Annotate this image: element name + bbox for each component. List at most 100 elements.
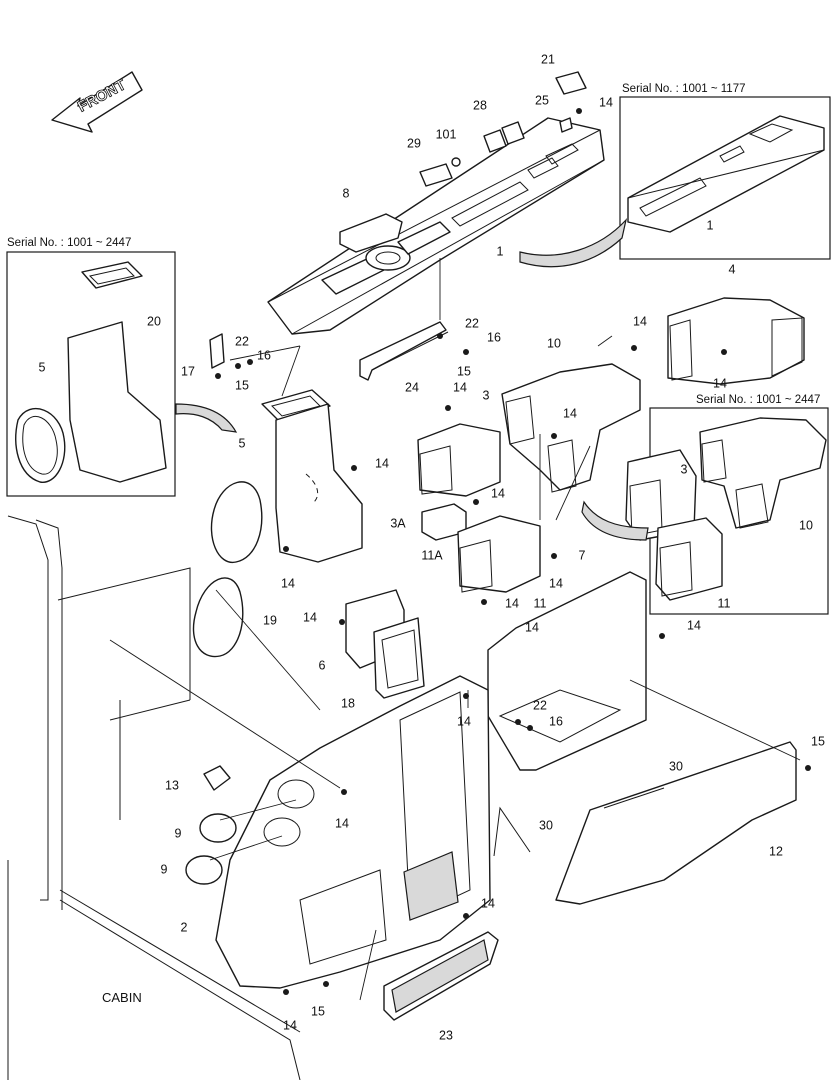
callout-20: 20 bbox=[147, 314, 161, 328]
callout-14-h: 14 bbox=[281, 576, 295, 590]
callout-4: 4 bbox=[729, 262, 736, 276]
callout-16: 16 bbox=[487, 330, 501, 344]
part-29-cover bbox=[419, 163, 453, 187]
callout-2: 2 bbox=[181, 920, 188, 934]
callout-14-b: 14 bbox=[633, 314, 647, 328]
callout-6: 6 bbox=[319, 658, 326, 672]
part-17-bracket bbox=[209, 333, 225, 369]
part-8-vent bbox=[339, 213, 403, 253]
cabin-frame-outline bbox=[7, 515, 301, 1080]
callout-21: 21 bbox=[541, 52, 555, 66]
part-24-bracket bbox=[359, 321, 447, 381]
inset-box-top-right: Serial No. : 1001 ~ 1177 bbox=[619, 83, 831, 260]
detail-arrow-right bbox=[581, 500, 649, 541]
callout-25: 25 bbox=[535, 93, 549, 107]
callout-11: 11 bbox=[534, 596, 547, 610]
detail-arrow-left bbox=[175, 403, 238, 433]
callout-29: 29 bbox=[407, 136, 421, 150]
callout-14-p: 14 bbox=[283, 1018, 297, 1032]
callout-9-b: 9 bbox=[161, 862, 168, 876]
callout-24: 24 bbox=[405, 380, 419, 394]
cabin-label: CABIN bbox=[102, 990, 142, 1005]
callout-10-inset: 10 bbox=[799, 518, 813, 532]
serial-label: Serial No. : 1001 ~ 1177 bbox=[622, 83, 746, 95]
callout-14-c: 14 bbox=[713, 376, 727, 390]
callout-14-q: 14 bbox=[525, 620, 539, 634]
callout-15-c: 15 bbox=[811, 734, 825, 748]
callout-11-inset: 11 bbox=[718, 596, 731, 610]
callout-8: 8 bbox=[343, 186, 350, 200]
duct-opening bbox=[210, 481, 263, 563]
callout-14-n: 14 bbox=[335, 816, 349, 830]
callout-5: 5 bbox=[239, 436, 246, 450]
callout-14-i: 14 bbox=[549, 576, 563, 590]
callout-3a: 3A bbox=[390, 516, 406, 530]
callout-14-j: 14 bbox=[505, 596, 519, 610]
callout-3-inset: 3 bbox=[681, 462, 688, 476]
callout-16-left: 16 bbox=[257, 348, 271, 362]
callout-14-m: 14 bbox=[457, 714, 471, 728]
callout-14-o: 14 bbox=[481, 896, 495, 910]
callout-labels: 21 25 14 28 101 29 8 1 1 4 20 5 5 22 16 … bbox=[39, 52, 825, 1042]
part-3-motor bbox=[417, 423, 501, 497]
callout-14-l: 14 bbox=[687, 618, 701, 632]
callout-14: 14 bbox=[599, 95, 613, 109]
part-30-strip bbox=[493, 806, 531, 857]
inset-box-left: Serial No. : 1001 ~ 2447 bbox=[6, 237, 176, 497]
callout-22-left: 22 bbox=[235, 334, 249, 348]
serial-label: Serial No. : 1001 ~ 2447 bbox=[696, 394, 820, 406]
callout-101: 101 bbox=[436, 127, 457, 141]
callout-1-inset: 1 bbox=[707, 218, 714, 232]
callout-7: 7 bbox=[579, 548, 586, 562]
callout-3: 3 bbox=[483, 388, 490, 402]
dashboard-panel bbox=[267, 117, 605, 335]
callout-14-f: 14 bbox=[375, 456, 389, 470]
part-10-duct bbox=[501, 363, 641, 491]
callout-22-c: 22 bbox=[533, 698, 547, 712]
part-9-vent bbox=[199, 813, 237, 843]
part-28-switch bbox=[501, 121, 525, 145]
part-11-motor bbox=[457, 515, 541, 593]
serial-label: Serial No. : 1001 ~ 2447 bbox=[7, 237, 131, 249]
part-2-side-panel bbox=[215, 675, 491, 989]
fasteners bbox=[215, 108, 811, 995]
callout-11a: 11A bbox=[421, 548, 443, 562]
callout-14-k: 14 bbox=[303, 610, 317, 624]
callout-14-e: 14 bbox=[563, 406, 577, 420]
part-21-pad bbox=[555, 71, 587, 95]
inset-box-right: Serial No. : 1001 ~ 2447 bbox=[625, 394, 829, 615]
callout-22: 22 bbox=[465, 316, 479, 330]
callout-9: 9 bbox=[175, 826, 182, 840]
callout-19: 19 bbox=[263, 613, 277, 627]
callout-5-inset: 5 bbox=[39, 360, 46, 374]
callout-12: 12 bbox=[769, 844, 783, 858]
detail-arrow-top bbox=[519, 217, 628, 268]
callout-14-d: 14 bbox=[453, 380, 467, 394]
callout-17: 17 bbox=[181, 364, 195, 378]
callout-13: 13 bbox=[165, 778, 179, 792]
callout-14-g: 14 bbox=[491, 486, 505, 500]
callout-10: 10 bbox=[547, 336, 561, 350]
part-19-gasket bbox=[192, 577, 244, 658]
callout-1: 1 bbox=[497, 244, 504, 258]
part-4-duct bbox=[667, 297, 805, 385]
part-30-strip bbox=[603, 787, 665, 809]
part-7-cover bbox=[487, 571, 647, 771]
callout-18: 18 bbox=[341, 696, 355, 710]
callout-30: 30 bbox=[669, 759, 683, 773]
callout-15: 15 bbox=[457, 364, 471, 378]
callout-15-d: 15 bbox=[311, 1004, 325, 1018]
part-25-clip bbox=[559, 117, 573, 133]
part-12-rear-cover bbox=[555, 741, 797, 905]
part-28-switch bbox=[483, 129, 507, 153]
part-13-knob bbox=[203, 765, 231, 791]
part-5-duct bbox=[261, 389, 363, 563]
part-101-plug bbox=[451, 157, 461, 167]
front-direction-arrow: FRONT bbox=[51, 71, 143, 133]
callout-16-c: 16 bbox=[549, 714, 563, 728]
callout-23: 23 bbox=[439, 1028, 453, 1042]
part-9-vent bbox=[185, 855, 223, 885]
callout-28: 28 bbox=[473, 98, 487, 112]
